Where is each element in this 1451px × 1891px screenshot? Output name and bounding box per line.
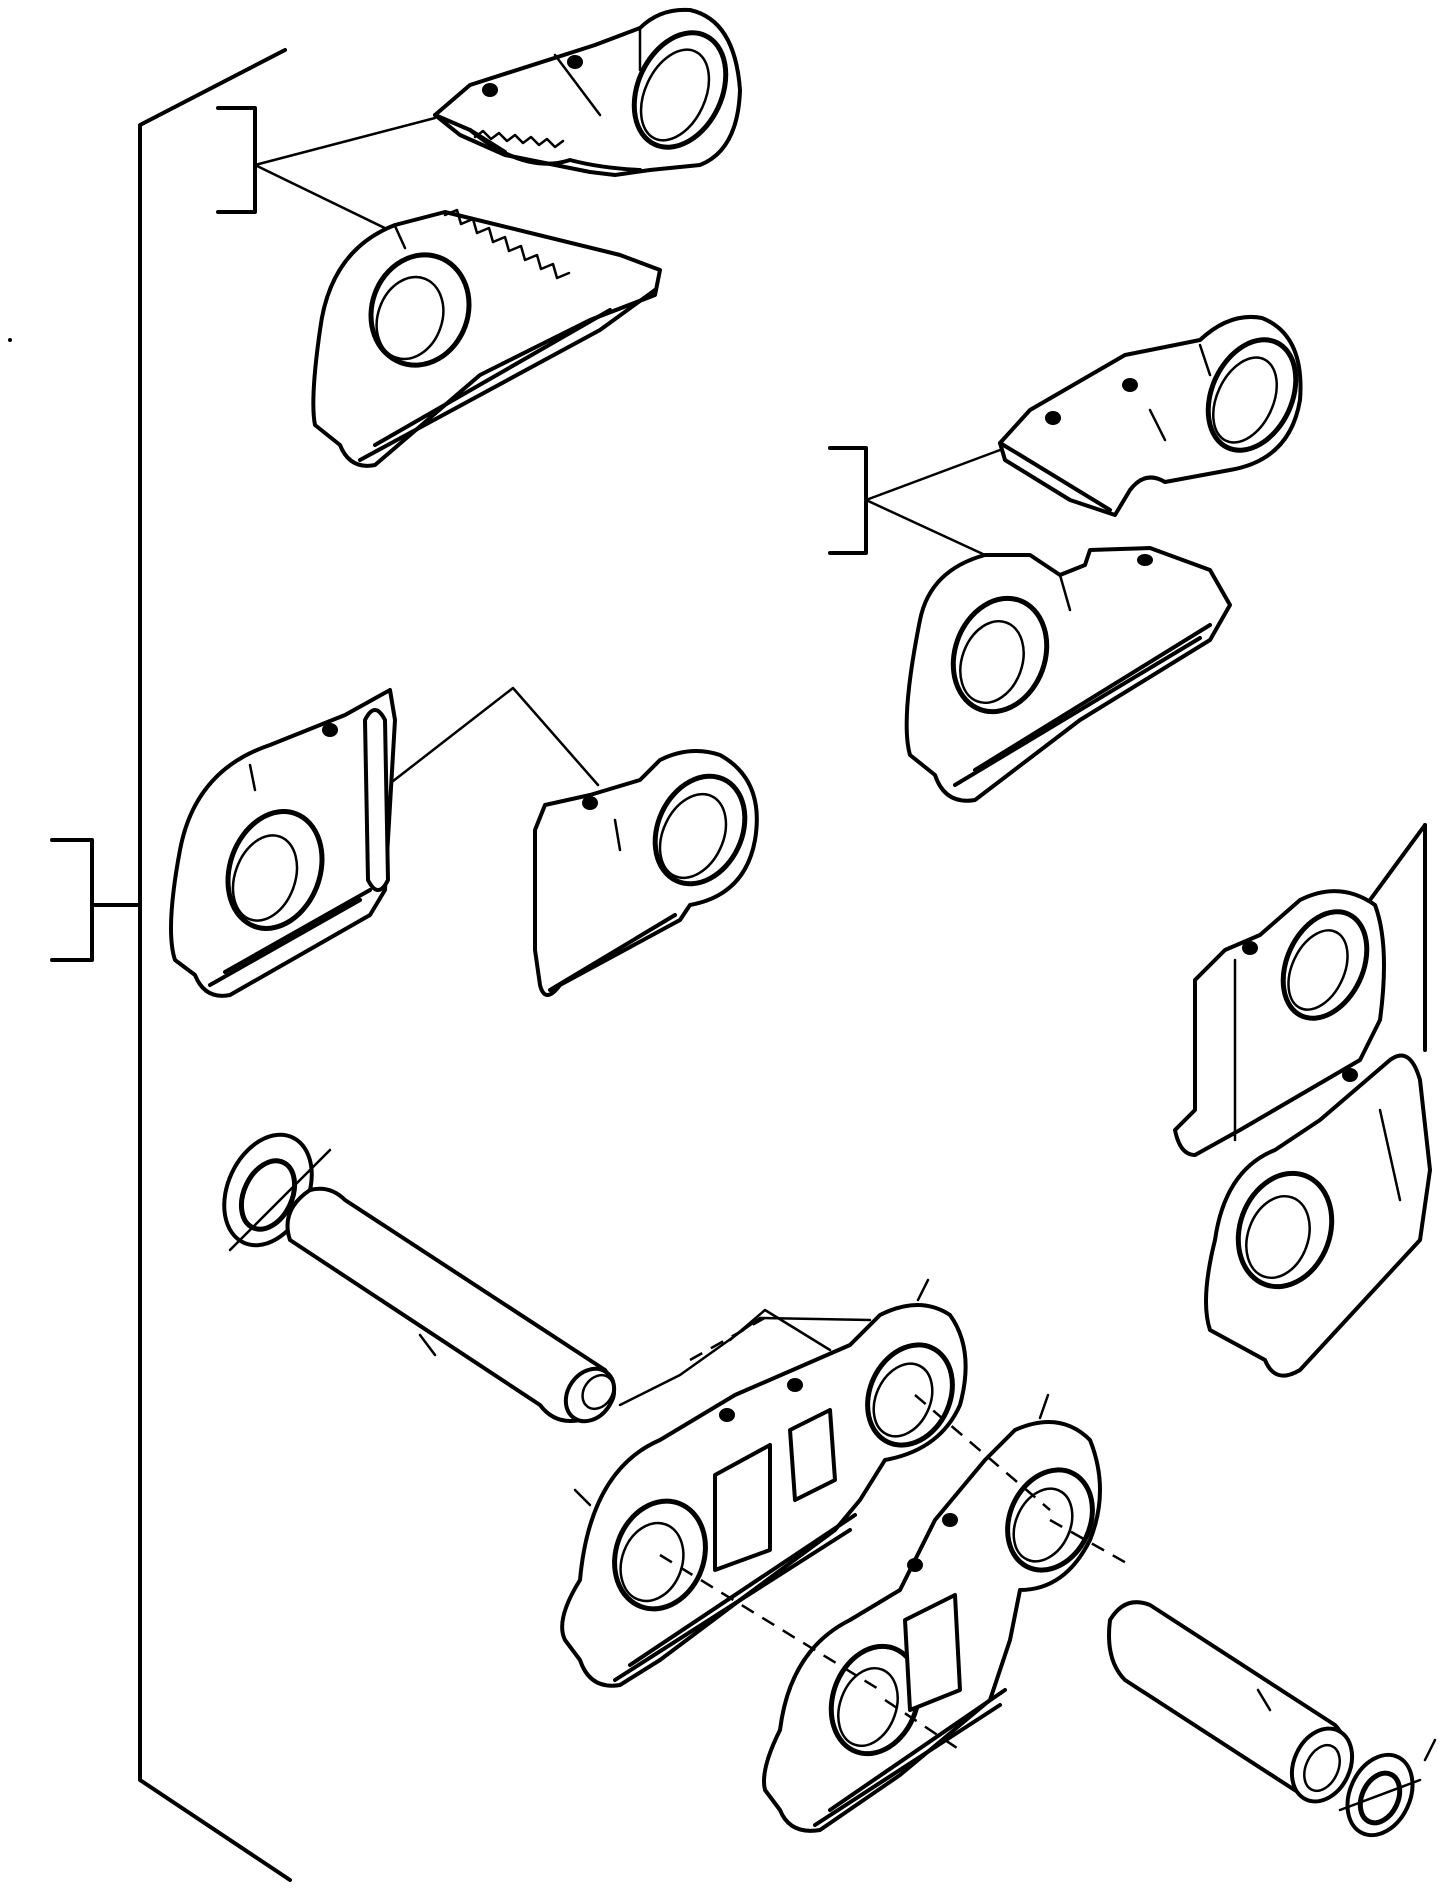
link-half-far-right-upper xyxy=(1173,823,1427,1157)
bracket-top-left xyxy=(216,106,437,235)
link-half-right-upper xyxy=(998,315,1303,517)
shoe-plate-grouser xyxy=(311,208,662,468)
link-half-right-master xyxy=(533,749,759,997)
bushing xyxy=(1107,1600,1355,1804)
link-half-right-lower xyxy=(904,546,1232,803)
leader-middle xyxy=(386,686,600,787)
track-pin xyxy=(285,1186,872,1424)
seal-ring-right xyxy=(1338,1738,1437,1838)
bracket-right xyxy=(828,446,1002,557)
link-assembly-right xyxy=(659,1393,1131,1833)
shoe-plate-upper xyxy=(433,7,742,177)
link-half-left-master xyxy=(169,688,397,998)
main-bracket xyxy=(50,48,292,1882)
link-half-far-right-lower xyxy=(1204,823,1432,1378)
